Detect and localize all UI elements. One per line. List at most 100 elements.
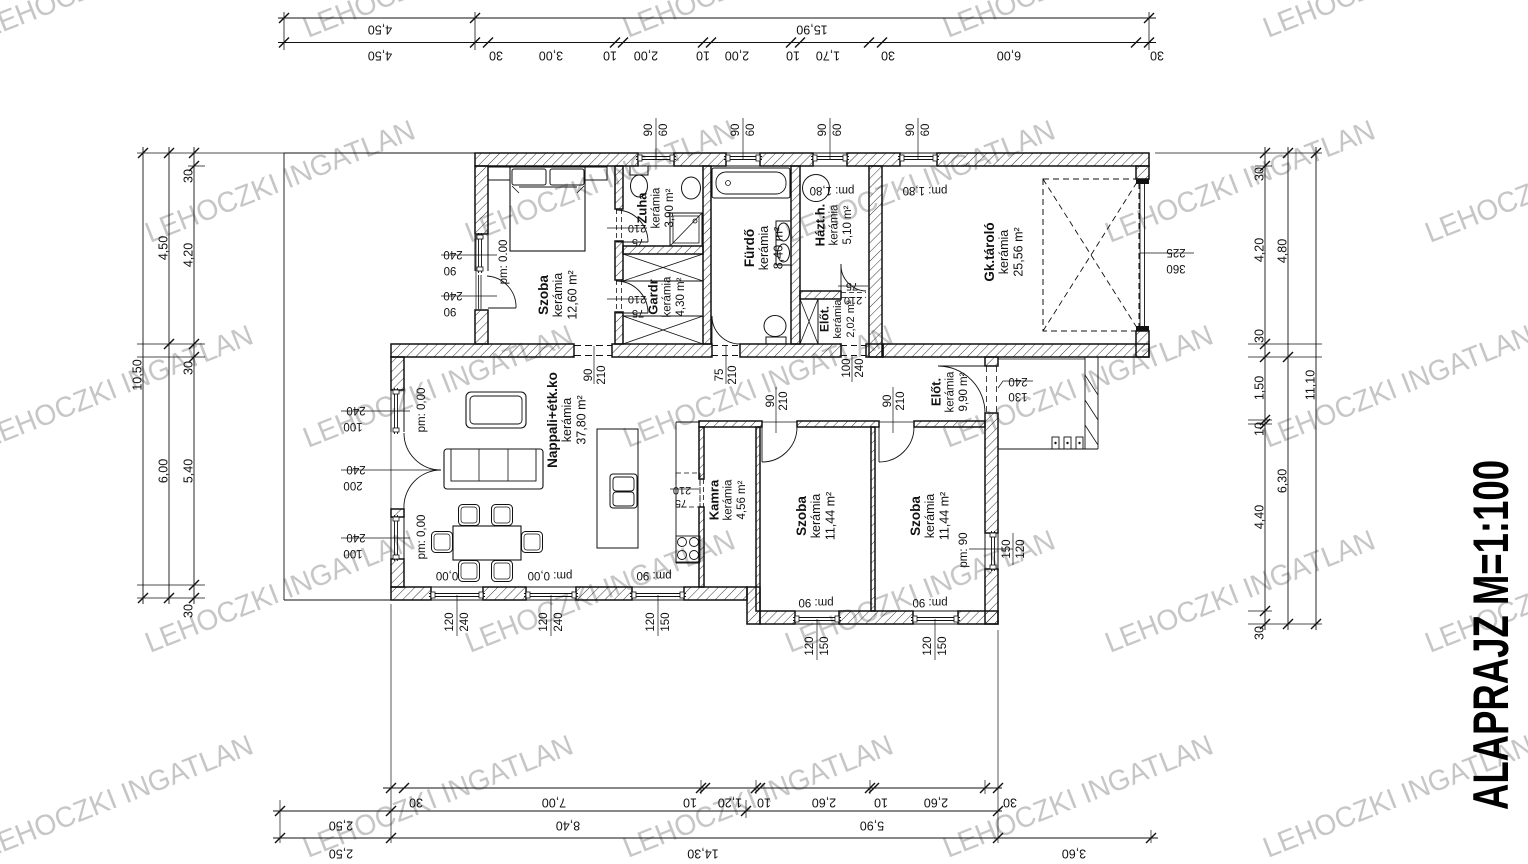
svg-text:210: 210	[628, 222, 646, 234]
svg-text:30: 30	[182, 361, 196, 375]
svg-text:75: 75	[714, 369, 726, 382]
svg-text:210: 210	[596, 365, 608, 384]
svg-text:0,00: 0,00	[436, 569, 458, 581]
svg-text:150: 150	[1001, 539, 1013, 558]
svg-text:14,30: 14,30	[687, 847, 718, 861]
svg-text:kerámia: kerámia	[757, 226, 771, 271]
svg-text:4,30 m²: 4,30 m²	[675, 277, 687, 316]
svg-text:210: 210	[778, 391, 790, 410]
svg-text:kerámia: kerámia	[809, 494, 823, 539]
svg-text:pm: 0,00: pm: 0,00	[416, 515, 428, 560]
svg-text:kerámia: kerámia	[723, 479, 735, 521]
svg-text:Gk.tároló: Gk.tároló	[982, 222, 997, 281]
svg-text:60: 60	[920, 124, 932, 137]
svg-text:225: 225	[1166, 246, 1185, 258]
svg-text:pm: 90: pm: 90	[798, 596, 833, 608]
svg-text:2,00: 2,00	[634, 49, 658, 63]
svg-text:pm: 90: pm: 90	[912, 596, 947, 608]
svg-text:75: 75	[846, 280, 858, 292]
svg-text:210: 210	[844, 294, 862, 306]
svg-text:Kamra: Kamra	[707, 479, 722, 520]
svg-text:240: 240	[1008, 375, 1027, 387]
svg-text:15,90: 15,90	[796, 23, 827, 37]
svg-text:4,20: 4,20	[182, 243, 196, 267]
svg-text:kerámia: kerámia	[945, 371, 957, 413]
svg-text:kerámia: kerámia	[651, 187, 663, 229]
svg-text:pm: 0.00: pm: 0.00	[498, 240, 510, 285]
svg-text:210: 210	[727, 365, 739, 384]
svg-text:kerámia: kerámia	[832, 299, 844, 339]
svg-text:Gardr: Gardr	[646, 279, 661, 314]
svg-text:90: 90	[905, 124, 917, 137]
svg-text:pm: 90: pm: 90	[958, 532, 970, 567]
svg-text:150: 150	[937, 636, 949, 655]
svg-text:30: 30	[1253, 329, 1267, 343]
svg-text:60: 60	[658, 124, 670, 137]
svg-text:Nappali+étk.ko: Nappali+étk.ko	[545, 372, 560, 468]
svg-text:30: 30	[1150, 49, 1164, 63]
svg-text:4,20: 4,20	[1253, 238, 1267, 262]
svg-text:Fürdő: Fürdő	[742, 229, 757, 267]
svg-text:11,10: 11,10	[1304, 370, 1318, 400]
svg-text:240: 240	[346, 531, 365, 543]
svg-text:12,60 m²: 12,60 m²	[566, 270, 580, 319]
svg-text:130: 130	[1008, 390, 1027, 402]
svg-text:30: 30	[182, 604, 196, 618]
svg-text:6,00: 6,00	[157, 459, 171, 483]
svg-text:30: 30	[1003, 796, 1017, 810]
svg-text:kerámia: kerámia	[923, 494, 937, 539]
svg-text:2,00: 2,00	[725, 49, 749, 63]
svg-text:37,80 m²: 37,80 m²	[575, 395, 589, 444]
svg-text:1,20: 1,20	[718, 796, 742, 810]
svg-text:pm: 1,80: pm: 1,80	[903, 184, 948, 196]
svg-text:2,60: 2,60	[812, 796, 836, 810]
svg-text:120: 120	[645, 612, 657, 631]
svg-text:150: 150	[819, 636, 831, 655]
svg-text:210: 210	[673, 484, 691, 496]
svg-text:2,02 m²: 2,02 m²	[845, 300, 857, 338]
svg-text:150: 150	[660, 612, 672, 631]
svg-text:8,40: 8,40	[556, 819, 580, 833]
svg-text:360: 360	[1166, 262, 1185, 274]
svg-text:kerámia: kerámia	[997, 230, 1011, 275]
svg-text:30: 30	[182, 169, 196, 183]
svg-text:120: 120	[538, 612, 550, 631]
svg-text:60: 60	[745, 124, 757, 137]
svg-text:9,90 m²: 9,90 m²	[958, 372, 970, 411]
svg-text:4,56 m²: 4,56 m²	[736, 480, 748, 519]
svg-text:Házt.h.: Házt.h.	[813, 204, 828, 247]
svg-text:90: 90	[444, 264, 457, 276]
svg-text:2,50: 2,50	[329, 847, 353, 861]
svg-text:240: 240	[443, 289, 462, 301]
svg-text:10: 10	[696, 49, 710, 63]
svg-text:210: 210	[895, 391, 907, 410]
svg-text:240: 240	[346, 463, 365, 475]
svg-text:120: 120	[804, 636, 816, 655]
svg-text:4,50: 4,50	[157, 236, 171, 260]
svg-text:10: 10	[1253, 422, 1267, 436]
svg-text:3,60: 3,60	[1062, 847, 1086, 861]
svg-text:1,50: 1,50	[1253, 376, 1267, 400]
svg-text:2,60: 2,60	[924, 796, 948, 810]
svg-text:10: 10	[757, 796, 771, 810]
svg-text:75: 75	[675, 497, 687, 509]
svg-text:Szoba: Szoba	[794, 496, 809, 536]
svg-text:6,30: 6,30	[1276, 469, 1290, 493]
svg-text:25,56 m²: 25,56 m²	[1012, 227, 1026, 276]
svg-text:60: 60	[832, 124, 844, 137]
svg-text:10: 10	[874, 796, 888, 810]
svg-text:Előt.: Előt.	[929, 378, 944, 406]
svg-text:Előt.: Előt.	[817, 306, 831, 332]
svg-text:90: 90	[444, 305, 457, 317]
svg-text:4,40: 4,40	[1253, 505, 1267, 529]
svg-text:120: 120	[444, 612, 456, 631]
svg-text:240: 240	[443, 248, 462, 260]
svg-text:240: 240	[346, 404, 365, 416]
svg-text:30: 30	[409, 796, 423, 810]
svg-text:10: 10	[786, 49, 800, 63]
svg-text:4,80: 4,80	[1276, 239, 1290, 263]
svg-text:240: 240	[854, 358, 866, 377]
svg-text:90: 90	[882, 395, 894, 408]
svg-text:90: 90	[730, 124, 742, 137]
svg-text:30: 30	[1253, 167, 1267, 181]
